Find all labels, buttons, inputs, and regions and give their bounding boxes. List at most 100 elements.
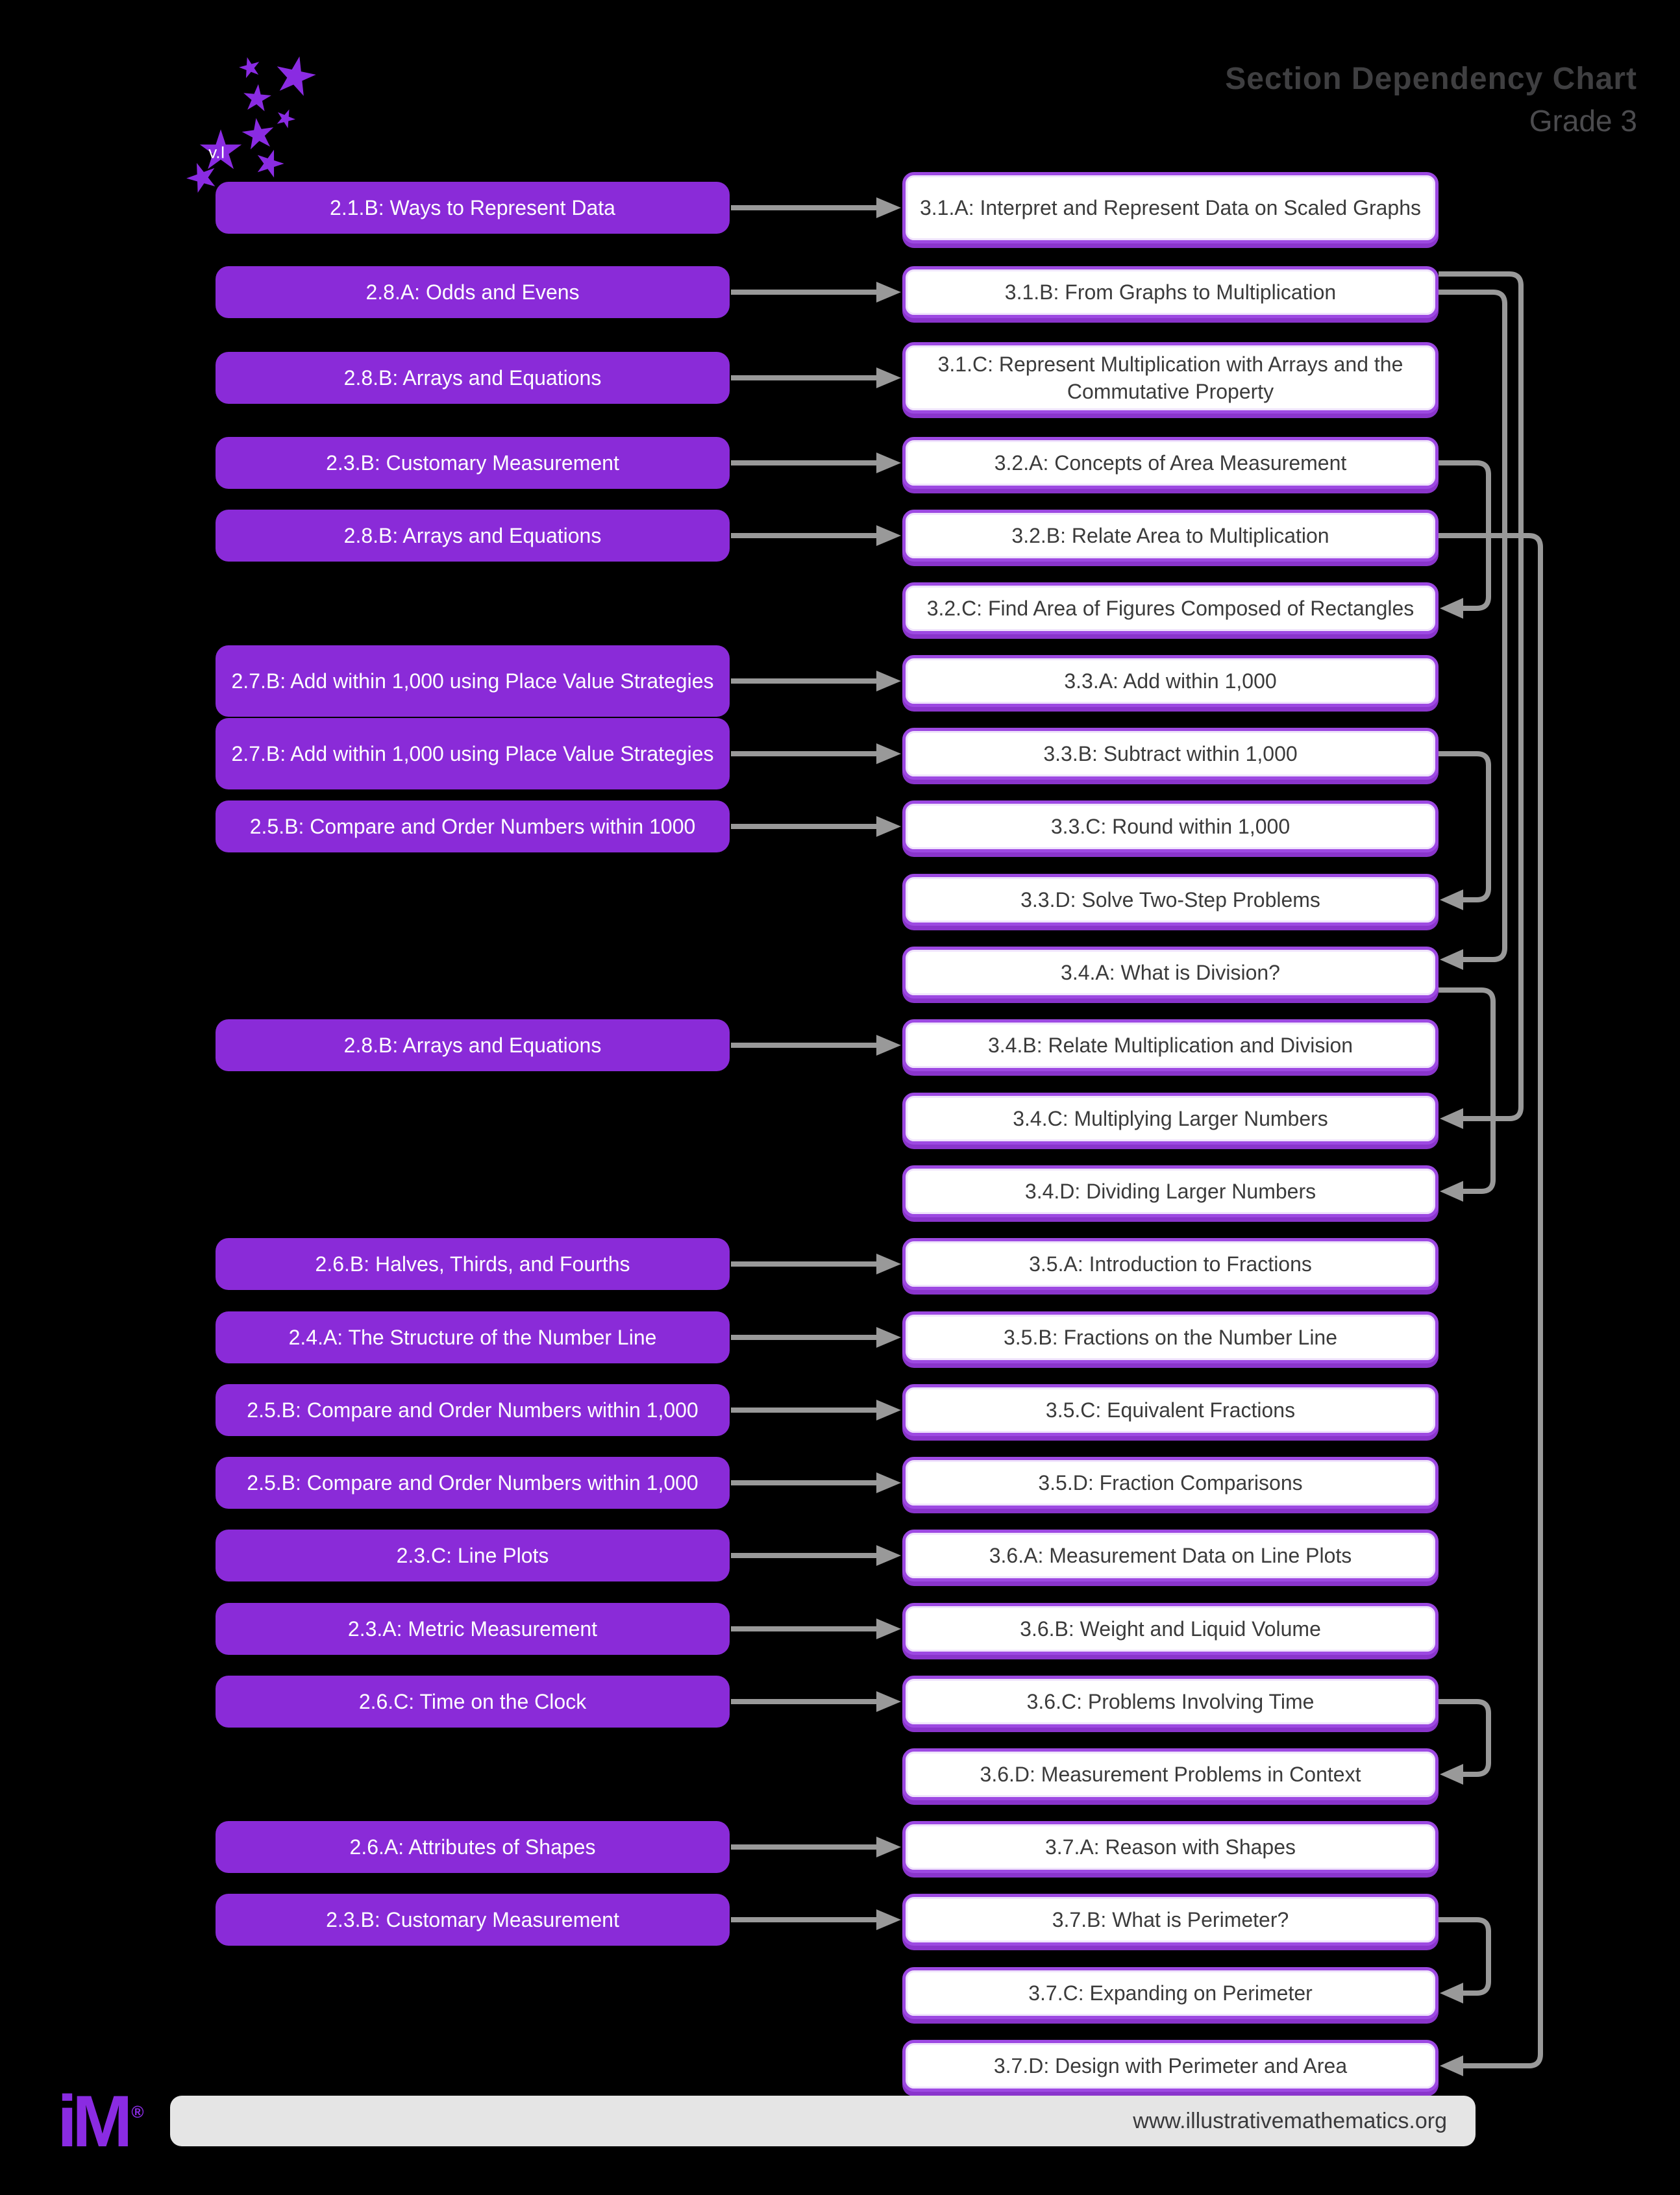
- grade2-section-box: 2.6.B: Halves, Thirds, and Fourths: [216, 1238, 730, 1290]
- grade3-section-label: 3.5.D: Fraction Comparisons: [1038, 1470, 1303, 1494]
- grade3-section-box: 3.2.A: Concepts of Area Measurement: [902, 437, 1439, 489]
- grade3-section-box: 3.5.D: Fraction Comparisons: [902, 1457, 1439, 1509]
- grade2-section-box: 2.3.C: Line Plots: [216, 1530, 730, 1581]
- grade3-section-label: 3.3.D: Solve Two-Step Problems: [1020, 887, 1320, 911]
- prerequisite-arrowhead-icon: [876, 525, 901, 546]
- grade2-section-label: 2.6.C: Time on the Clock: [358, 1689, 587, 1713]
- grade2-section-label: 2.5.B: Compare and Order Numbers within …: [249, 814, 696, 838]
- prerequisite-arrowhead-icon: [876, 1837, 901, 1857]
- grade2-section-box: 2.1.B: Ways to Represent Data: [216, 182, 730, 234]
- dependency-arrowhead-icon: [1440, 1181, 1463, 1202]
- dependency-connector: [1439, 290, 1507, 962]
- grade3-section-label: 3.4.C: Multiplying Larger Numbers: [1013, 1106, 1328, 1130]
- grade3-section-box: 3.5.A: Introduction to Fractions: [902, 1238, 1439, 1290]
- grade2-section-label: 2.7.B: Add within 1,000 using Place Valu…: [231, 669, 714, 693]
- grade3-section-box: 3.1.C: Represent Multiplication with Arr…: [902, 342, 1439, 414]
- prerequisite-arrowhead-icon: [876, 282, 901, 303]
- grade3-section-label: 3.7.C: Expanding on Perimeter: [1028, 1981, 1313, 2005]
- grade3-section-label: 3.1.B: From Graphs to Multiplication: [1004, 280, 1337, 304]
- grade3-section-box: 3.6.D: Measurement Problems in Context: [902, 1748, 1439, 1800]
- dependency-connector: [1439, 1699, 1491, 1777]
- grade2-section-box: 2.5.B: Compare and Order Numbers within …: [216, 800, 730, 852]
- grade3-section-box: 3.6.C: Problems Involving Time: [902, 1676, 1439, 1728]
- grade2-section-box: 2.5.B: Compare and Order Numbers within …: [216, 1457, 730, 1509]
- grade2-section-box: 2.7.B: Add within 1,000 using Place Valu…: [216, 718, 730, 789]
- prerequisite-arrowhead-icon: [876, 1618, 901, 1639]
- grade3-section-box: 3.3.D: Solve Two-Step Problems: [902, 874, 1439, 926]
- grade2-section-label: 2.6.B: Halves, Thirds, and Fourths: [315, 1252, 630, 1276]
- grade2-section-box: 2.8.B: Arrays and Equations: [216, 352, 730, 404]
- grade3-section-box: 3.2.B: Relate Area to Multiplication: [902, 510, 1439, 562]
- grade3-section-label: 3.6.B: Weight and Liquid Volume: [1020, 1617, 1321, 1641]
- prerequisite-arrowhead-icon: [876, 1035, 901, 1056]
- prerequisite-arrowhead-icon: [876, 1472, 901, 1493]
- grade3-section-label: 3.7.A: Reason with Shapes: [1044, 1835, 1296, 1859]
- grade3-section-label: 3.3.B: Subtract within 1,000: [1043, 741, 1298, 765]
- prerequisite-arrowhead-icon: [876, 1327, 901, 1348]
- prerequisite-arrowhead-icon: [876, 671, 901, 691]
- grade2-section-label: 2.3.B: Customary Measurement: [326, 451, 619, 475]
- grade3-section-box: 3.3.A: Add within 1,000: [902, 655, 1439, 707]
- grade2-section-box: 2.3.B: Customary Measurement: [216, 437, 730, 489]
- page-header: Section Dependency Chart Grade 3: [1225, 61, 1637, 138]
- grade3-section-box: 3.1.A: Interpret and Represent Data on S…: [902, 172, 1439, 243]
- grade3-section-box: 3.7.B: What is Perimeter?: [902, 1894, 1439, 1946]
- grade2-section-label: 2.8.B: Arrays and Equations: [343, 366, 602, 390]
- grade3-section-label: 3.4.A: What is Division?: [1061, 960, 1280, 984]
- prerequisite-arrowhead-icon: [876, 453, 901, 473]
- prerequisite-arrowhead-icon: [876, 1400, 901, 1420]
- grade3-section-box: 3.5.B: Fractions on the Number Line: [902, 1311, 1439, 1363]
- grade3-section-label: 3.5.A: Introduction to Fractions: [1029, 1252, 1312, 1276]
- grade3-section-label: 3.1.C: Represent Multiplication with Arr…: [937, 352, 1403, 403]
- dependency-arrowhead-icon: [1440, 1983, 1463, 2003]
- grade2-section-box: 2.3.A: Metric Measurement: [216, 1603, 730, 1655]
- dependency-arrowhead-icon: [1440, 598, 1463, 619]
- grade3-section-label: 3.2.B: Relate Area to Multiplication: [1011, 523, 1329, 547]
- grade3-section-label: 3.4.B: Relate Multiplication and Divisio…: [987, 1033, 1353, 1057]
- grade3-section-box: 3.5.C: Equivalent Fractions: [902, 1384, 1439, 1436]
- grade3-section-label: 3.5.B: Fractions on the Number Line: [1003, 1325, 1338, 1349]
- prerequisite-arrowhead-icon: [876, 1909, 901, 1930]
- page-title: Section Dependency Chart: [1225, 62, 1637, 96]
- grade2-section-box: 2.6.A: Attributes of Shapes: [216, 1821, 730, 1873]
- grade2-section-label: 2.8.A: Odds and Evens: [365, 280, 580, 304]
- grade2-section-box: 2.8.B: Arrays and Equations: [216, 1019, 730, 1071]
- grade3-section-label: 3.7.B: What is Perimeter?: [1052, 1907, 1289, 1931]
- grade3-section-box: 3.4.B: Relate Multiplication and Divisio…: [902, 1019, 1439, 1071]
- grade2-section-label: 2.3.A: Metric Measurement: [347, 1617, 598, 1641]
- prerequisite-arrowhead-icon: [876, 743, 901, 764]
- dependency-arrowhead-icon: [1440, 949, 1463, 970]
- grade2-section-box: 2.8.B: Arrays and Equations: [216, 510, 730, 562]
- grade2-section-label: 2.3.B: Customary Measurement: [326, 1907, 619, 1931]
- grade3-section-label: 3.1.A: Interpret and Represent Data on S…: [919, 195, 1421, 219]
- grade3-section-box: 3.7.D: Design with Perimeter and Area: [902, 2040, 1439, 2092]
- grade2-section-label: 2.6.A: Attributes of Shapes: [349, 1835, 596, 1859]
- grade2-section-box: 2.6.C: Time on the Clock: [216, 1676, 730, 1728]
- star-icon: ★: [266, 41, 325, 110]
- dependency-connector: [1439, 1917, 1491, 1996]
- grade3-section-box: 3.6.B: Weight and Liquid Volume: [902, 1603, 1439, 1655]
- dependency-arrowhead-icon: [1440, 1764, 1463, 1785]
- grade2-section-label: 2.3.C: Line Plots: [396, 1543, 549, 1567]
- grade3-section-box: 3.1.B: From Graphs to Multiplication: [902, 266, 1439, 318]
- grade3-section-box: 3.3.B: Subtract within 1,000: [902, 728, 1439, 780]
- grade3-section-box: 3.2.C: Find Area of Figures Composed of …: [902, 582, 1439, 634]
- grade3-section-box: 3.7.C: Expanding on Perimeter: [902, 1967, 1439, 2019]
- grade3-section-box: 3.6.A: Measurement Data on Line Plots: [902, 1530, 1439, 1581]
- grade2-section-box: 2.7.B: Add within 1,000 using Place Valu…: [216, 645, 730, 717]
- prerequisite-arrowhead-icon: [876, 1254, 901, 1274]
- grade2-section-label: 2.8.B: Arrays and Equations: [343, 1033, 602, 1057]
- footer-url[interactable]: www.illustrativemathematics.org: [1133, 2108, 1447, 2133]
- im-logo-text: iM: [57, 2081, 132, 2162]
- grade3-section-label: 3.6.C: Problems Involving Time: [1026, 1689, 1315, 1713]
- grade2-section-label: 2.4.A: The Structure of the Number Line: [288, 1325, 657, 1349]
- dependency-arrowhead-icon: [1440, 889, 1463, 910]
- dependency-connector: [1439, 751, 1491, 902]
- im-logo: iM®: [57, 2085, 144, 2158]
- grade3-section-box: 3.4.D: Dividing Larger Numbers: [902, 1165, 1439, 1217]
- grade3-section-label: 3.2.C: Find Area of Figures Composed of …: [926, 596, 1414, 620]
- grade2-section-label: 2.1.B: Ways to Represent Data: [330, 195, 615, 219]
- dependency-connector: [1439, 533, 1543, 2068]
- grade3-section-box: 3.4.C: Multiplying Larger Numbers: [902, 1093, 1439, 1145]
